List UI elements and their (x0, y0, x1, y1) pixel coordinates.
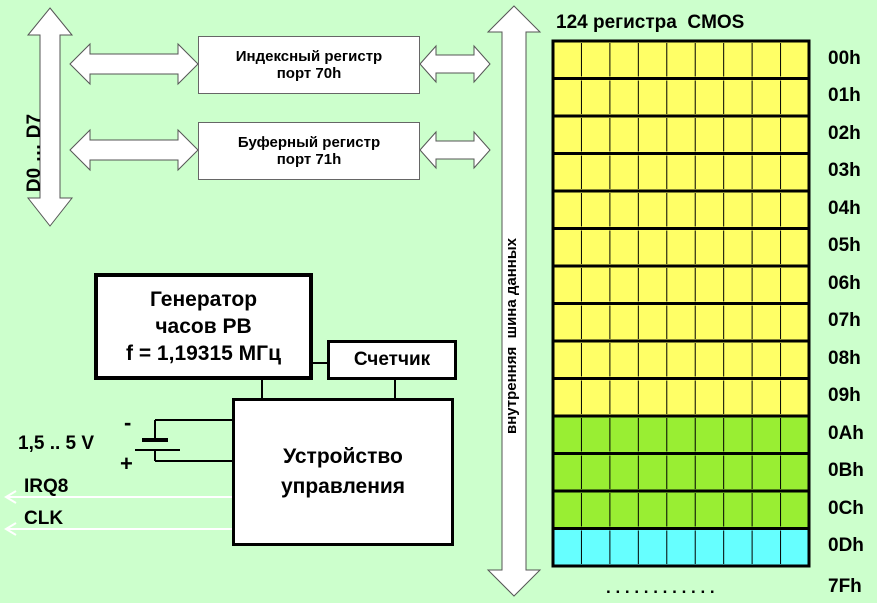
register-cell-00h (551, 39, 811, 80)
left-bus-arrow (26, 7, 74, 227)
buffer-register-box: Буферный регистр порт 71h (198, 122, 420, 180)
register-grid (551, 39, 811, 568)
generator-line3: f = 1,19315 МГц (126, 342, 281, 365)
battery-minus: - (124, 410, 132, 435)
index-register-line2: порт 70h (276, 65, 342, 82)
register-row-08h (551, 339, 811, 380)
register-label-03h: 03h (828, 160, 861, 182)
register-row-02h (551, 114, 811, 155)
register-label-0Bh: 0Bh (828, 460, 864, 482)
clk-label: CLK (24, 508, 64, 529)
register-cell-05h (551, 227, 811, 268)
register-row-09h (551, 377, 811, 418)
register-label-09h: 09h (828, 385, 861, 407)
register-label-08h: 08h (828, 347, 861, 369)
index-left-arrow (69, 42, 199, 86)
register-label-02h: 02h (828, 122, 861, 144)
ellipsis: . . . . . . . . . . . . (606, 578, 715, 597)
counter-label: Счетчик (353, 349, 431, 370)
register-cell-09h (551, 377, 811, 418)
internal-bus-label: внутренняя шина данных (503, 237, 520, 435)
register-label-06h: 06h (828, 272, 861, 294)
register-label-0Ch: 0Ch (828, 497, 864, 519)
register-row-0Dh (551, 527, 811, 568)
register-row-01h (551, 77, 811, 118)
register-row-0Ch (551, 489, 811, 530)
irq8-label: IRQ8 (24, 476, 69, 497)
register-label-0Dh: 0Dh (828, 535, 864, 557)
register-label-00h: 00h (828, 47, 861, 69)
register-row-05h (551, 227, 811, 268)
control-unit-line2: управления (280, 475, 406, 498)
generator-line1: Генератор (149, 288, 258, 311)
register-cell-0Ah (551, 414, 811, 455)
generator-line2: часов РВ (155, 315, 252, 338)
buffer-register-line1: Буферный регистр (237, 134, 381, 151)
generator-box: Генератор часов РВ f = 1,19315 МГц (94, 273, 313, 380)
buffer-register-line2: порт 71h (276, 151, 342, 168)
register-cell-04h (551, 189, 811, 230)
register-label-01h: 01h (828, 85, 861, 107)
register-label-05h: 05h (828, 235, 861, 257)
battery-plus: + (120, 451, 133, 476)
cmos-title: 124 регистра CMOS (556, 12, 745, 33)
register-row-04h (551, 189, 811, 230)
buffer-right-arrow (419, 130, 491, 170)
register-cell-03h (551, 152, 811, 193)
register-row-0Ah (551, 414, 811, 455)
buffer-left-arrow (69, 128, 199, 172)
data-bus-label: D0 … D7 (24, 113, 45, 193)
register-cell-0Dh (551, 527, 811, 568)
register-label-07h: 07h (828, 310, 861, 332)
register-row-00h (551, 39, 811, 80)
control-unit-line1: Устройство (283, 445, 403, 468)
register-label-04h: 04h (828, 197, 861, 219)
register-cell-06h (551, 264, 811, 305)
battery-voltage: 1,5 .. 5 V (18, 433, 95, 454)
register-label-0Ah: 0Ah (828, 422, 864, 444)
index-register-box: Индексный регистр порт 70h (198, 36, 420, 94)
register-cell-0Bh (551, 452, 811, 493)
register-cell-07h (551, 302, 811, 343)
register-row-07h (551, 302, 811, 343)
register-label-last: 7Fh (828, 576, 862, 597)
index-right-arrow (419, 44, 491, 84)
register-cell-01h (551, 77, 811, 118)
register-cell-02h (551, 114, 811, 155)
register-cell-08h (551, 339, 811, 380)
control-unit-box: Устройство управления (232, 398, 454, 546)
register-cell-0Ch (551, 489, 811, 530)
register-row-03h (551, 152, 811, 193)
index-register-line1: Индексный регистр (235, 48, 383, 65)
counter-box: Счетчик (327, 340, 457, 380)
internal-bus-arrow (486, 5, 542, 597)
register-row-0Bh (551, 452, 811, 493)
register-row-06h (551, 264, 811, 305)
